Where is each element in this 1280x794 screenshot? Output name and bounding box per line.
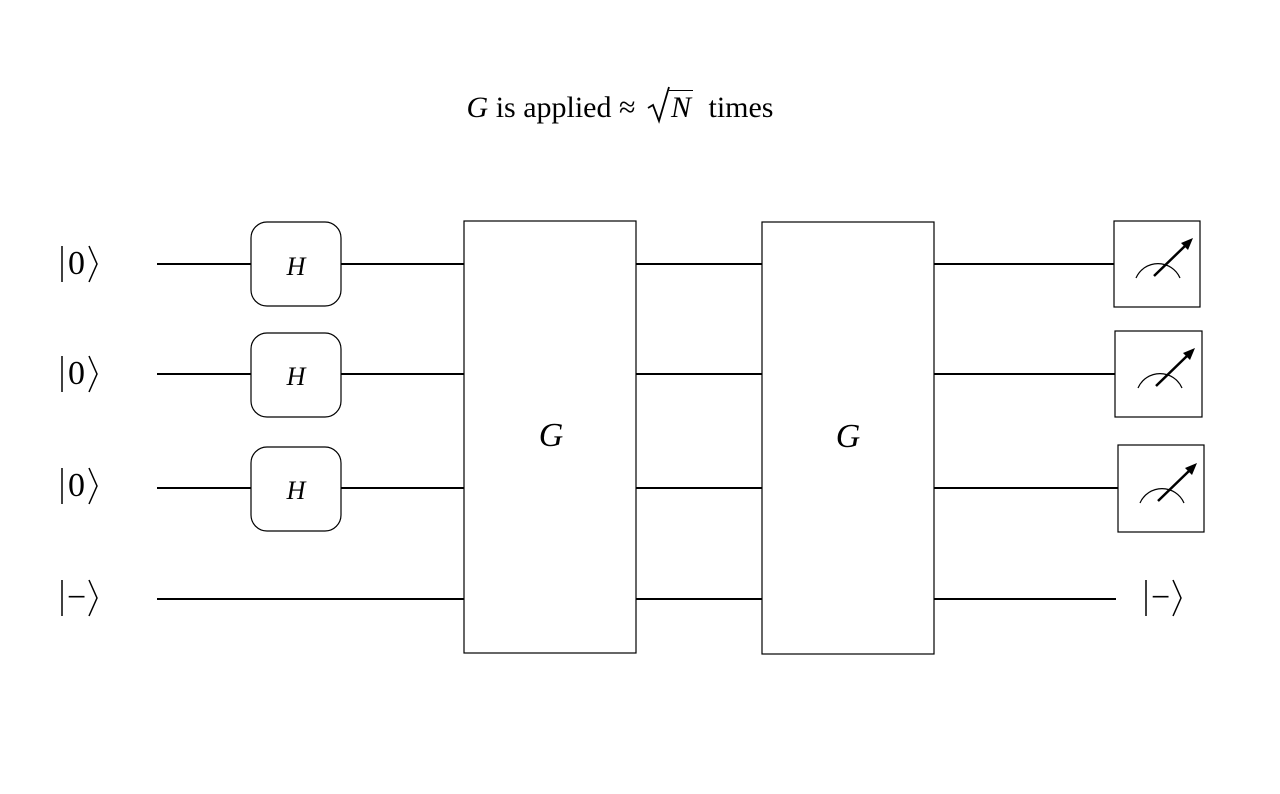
grover-operator-1-label: G bbox=[539, 417, 564, 454]
input-ket-4-label: − bbox=[67, 579, 87, 616]
grover-operator-2-label: G bbox=[836, 418, 861, 455]
hadamard-gate-1-label: H bbox=[286, 252, 307, 281]
measurement-meter-icon bbox=[1117, 444, 1205, 533]
hadamard-gate-1: H bbox=[250, 221, 342, 307]
ket-brackets-icon bbox=[61, 245, 98, 283]
measurement-meter-icon bbox=[1114, 330, 1203, 418]
caption-tail-text: times bbox=[708, 91, 774, 124]
caption-middle-text: is applied ≈ bbox=[495, 91, 636, 124]
input-ket-2-label: 0 bbox=[68, 355, 85, 392]
ket-brackets-icon bbox=[1145, 579, 1182, 617]
hadamard-gate-2: H bbox=[250, 332, 342, 418]
grover-operator-1: G bbox=[463, 220, 637, 654]
hadamard-gate-2-label: H bbox=[286, 362, 307, 391]
radical-sign-icon bbox=[647, 86, 670, 124]
ket-brackets-icon bbox=[61, 355, 98, 393]
grover-operator-2: G bbox=[761, 221, 935, 655]
hadamard-gate-3: H bbox=[250, 446, 342, 532]
hadamard-gate-3-label: H bbox=[286, 476, 307, 505]
ket-brackets-icon bbox=[61, 467, 98, 505]
diagram-caption: G is applied ≈ N times bbox=[0, 86, 1240, 130]
input-ket-1-label: 0 bbox=[68, 245, 85, 282]
caption-grover-symbol: G bbox=[466, 91, 489, 124]
ket-brackets-icon bbox=[61, 579, 98, 617]
input-ket-3-label: 0 bbox=[68, 467, 85, 504]
output-ket-label: − bbox=[1151, 579, 1171, 616]
sqrt-expression: N bbox=[647, 86, 693, 130]
measurement-meter-icon bbox=[1113, 220, 1201, 308]
caption-radicand: N bbox=[668, 90, 693, 124]
